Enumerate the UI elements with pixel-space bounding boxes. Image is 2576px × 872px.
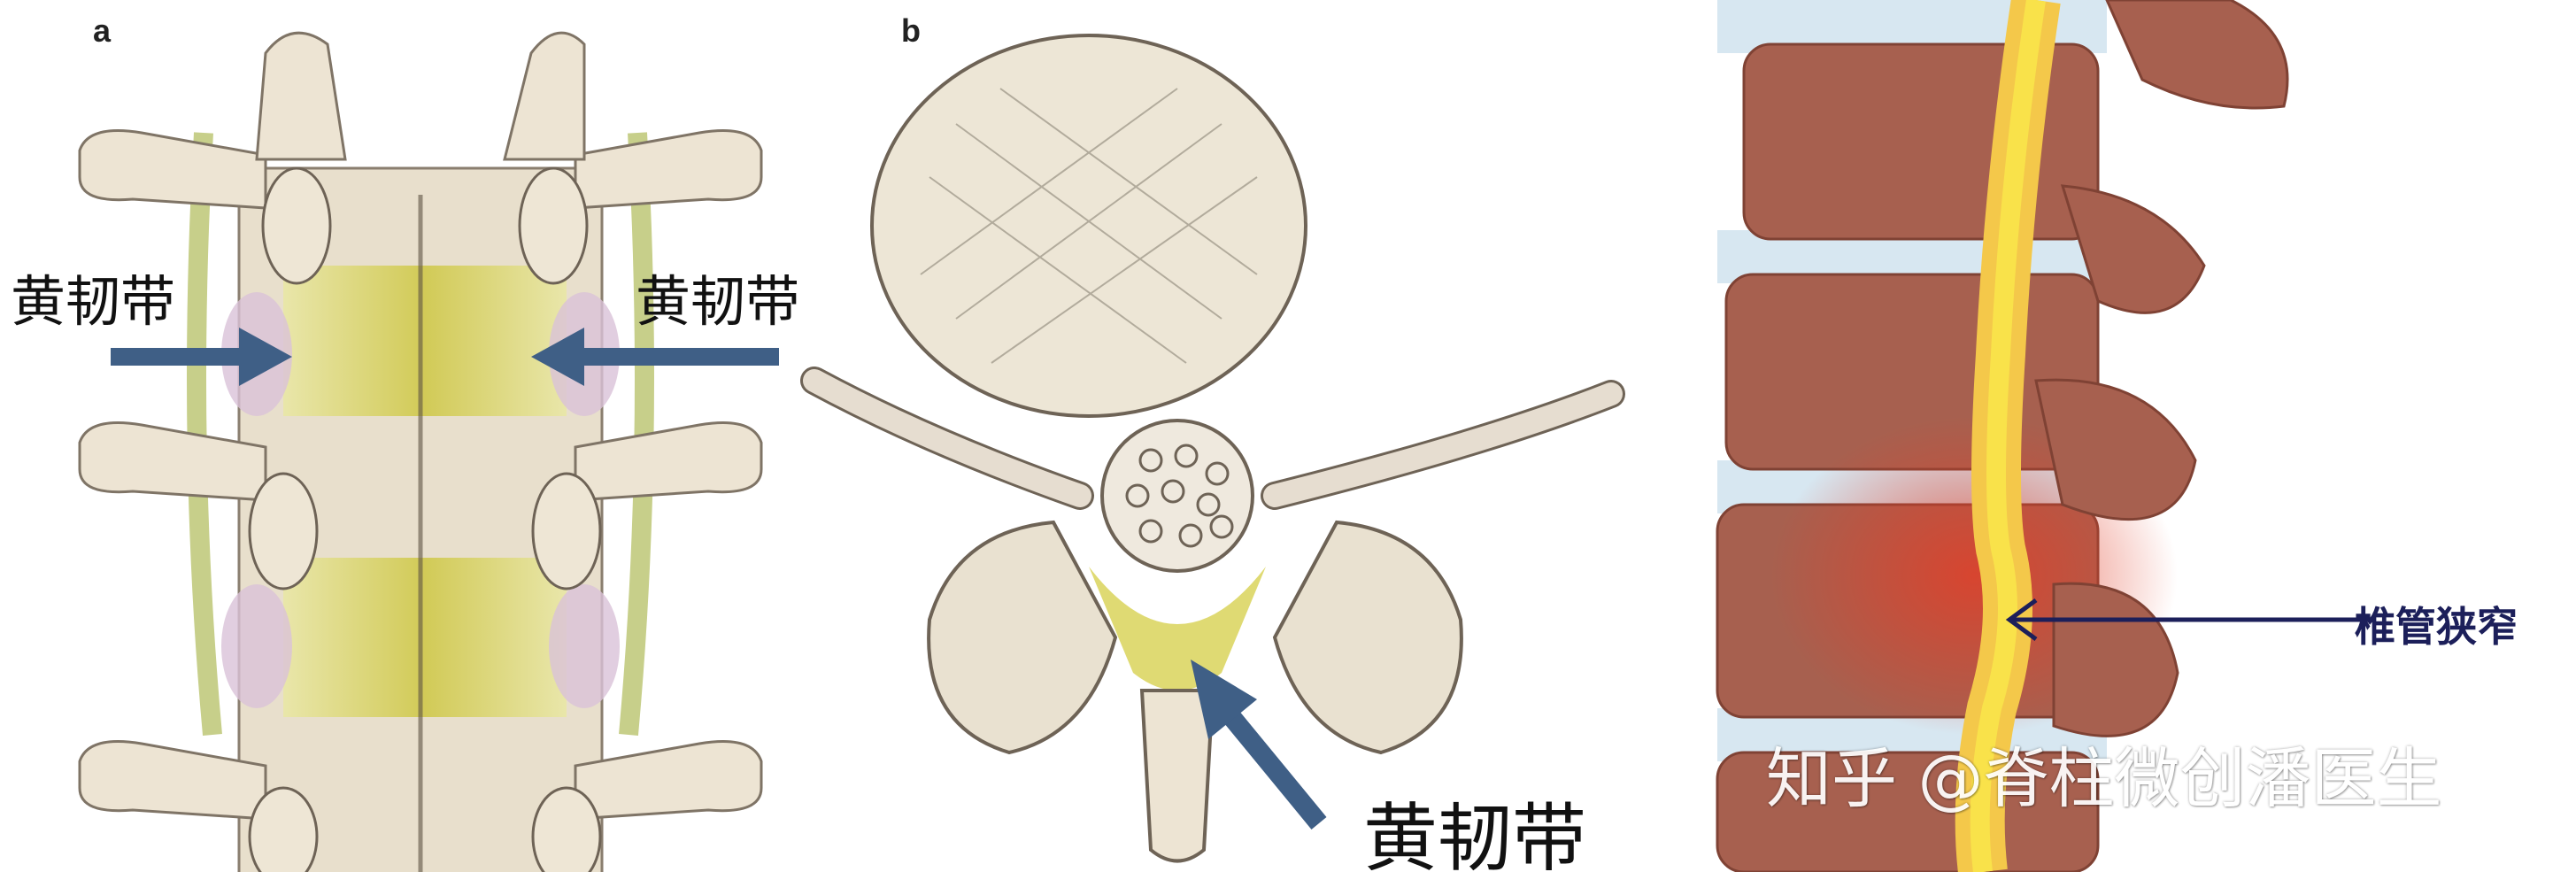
lamina-left <box>927 520 1118 755</box>
panel-b-illustration <box>800 34 1625 863</box>
arrow-right-icon <box>531 328 779 386</box>
superior-processes <box>255 31 586 161</box>
watermark: 知乎 @脊柱微创潘医生 <box>1766 741 2442 817</box>
ligamentum-flavum <box>1089 567 1266 691</box>
ligamentum-flavum-lower <box>283 558 567 717</box>
label-ligamentum-flavum-right: 黄韧带 <box>636 269 797 334</box>
panel-letter-b: b <box>901 12 921 49</box>
panel-a-illustration <box>78 31 779 872</box>
label-ligamentum-flavum-left: 黄韧带 <box>11 269 176 334</box>
lateral-ligament-right <box>619 132 654 736</box>
ligamentum-flavum-upper <box>283 266 567 416</box>
nerve <box>1970 0 2046 872</box>
spinous-process <box>1139 689 1215 863</box>
panel-c-illustration <box>1682 0 2576 872</box>
trabecular-pattern <box>920 88 1258 364</box>
lamina-right <box>1272 520 1463 755</box>
label-ligamentum-flavum: 黄韧带 <box>1363 795 1587 872</box>
vertebral-body <box>870 34 1307 418</box>
spinal-cord <box>1100 419 1254 573</box>
panel-letter-a: a <box>93 12 112 49</box>
arrow-icon <box>1191 660 1327 830</box>
pointer-arrow-icon <box>2005 598 2372 642</box>
panel-a-posterior-spine: a 黄韧带 黄韧带 <box>0 0 797 872</box>
arrow-left-icon <box>111 328 292 386</box>
transverse-processes <box>78 129 763 821</box>
label-spinal-stenosis: 椎管狭窄 <box>2355 603 2518 651</box>
nerve-fascicles <box>1125 444 1234 548</box>
panel-b-axial-vertebra: b 黄韧带 <box>797 0 1682 872</box>
facet-ovals <box>248 166 602 872</box>
lateral-ligament-left <box>187 132 222 736</box>
panel-c-spinal-stenosis: 椎管狭窄 知乎 @脊柱微创潘医生 <box>1682 0 2576 872</box>
